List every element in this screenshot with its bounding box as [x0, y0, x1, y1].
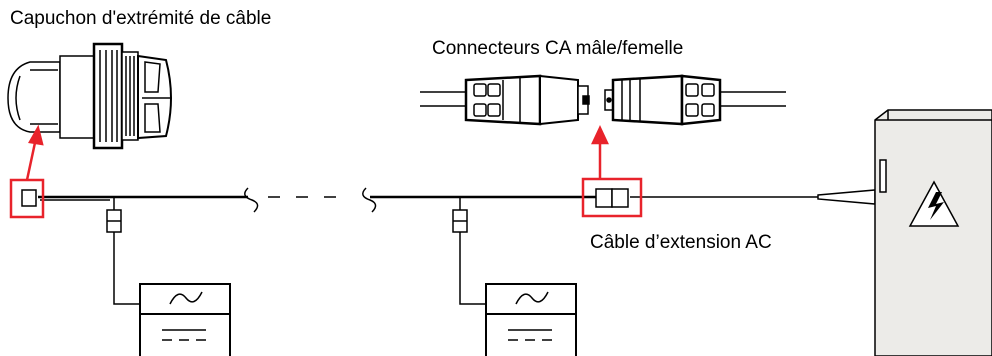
connector-highlight: [581, 177, 643, 218]
arrow-head-icon: [591, 125, 609, 145]
extension-connector-symbol: [595, 188, 629, 208]
inverter-2: [452, 197, 577, 356]
ac-connectors-illustration: [420, 74, 786, 126]
connectors-label: Connecteurs CA mâle/femelle: [432, 38, 684, 59]
extension-cable-label: Câble d’extension AC: [590, 232, 772, 253]
end-cap-symbol: [21, 189, 37, 207]
inverter-1: [106, 197, 231, 356]
highlights: [9, 124, 643, 219]
main-cable: [38, 187, 876, 213]
end-cap-illustration: [7, 42, 172, 150]
distribution-panel: [874, 109, 992, 356]
sine-wave-icon: [169, 291, 203, 305]
sine-wave-icon: [515, 291, 549, 305]
arrow-head-icon: [28, 124, 44, 146]
end-cap-label: Capuchon d'extrémité de câble: [10, 8, 272, 29]
